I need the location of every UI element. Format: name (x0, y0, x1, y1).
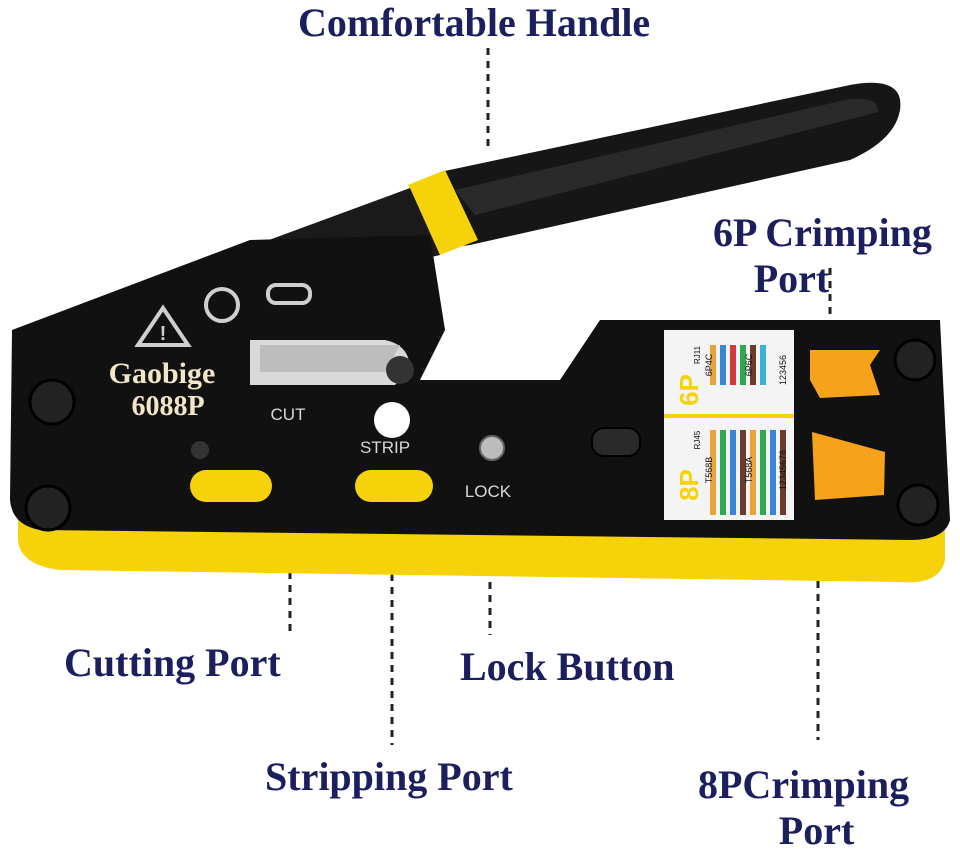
screw-left-top (28, 378, 76, 426)
stripping-slot (355, 470, 433, 502)
lock-slider (591, 427, 641, 457)
label-rj11: RJ11 (693, 345, 702, 364)
cutting-slot (190, 470, 272, 502)
screw-right-bottom (896, 483, 940, 527)
screw-left-bottom (24, 484, 72, 532)
label-6p4c: 6P4C (704, 353, 714, 376)
lock-button (479, 435, 505, 461)
callout-comfortable-handle: Comfortable Handle (298, 0, 651, 45)
pins-6: 123456 (778, 355, 788, 385)
glove-icon (204, 287, 240, 323)
callout-cutting-port: Cutting Port (64, 640, 281, 685)
screw-right-top (893, 338, 937, 382)
strip-notch (374, 402, 410, 438)
brand-name: Gaobige (109, 357, 216, 390)
callout-6p-line1: 6P Crimping (713, 210, 932, 255)
label-6p6c: 6P6C (744, 353, 754, 376)
label-6p: 6P (674, 374, 704, 406)
label-rj45: RJ45 (693, 430, 702, 449)
lock-label: LOCK (465, 482, 512, 501)
blade (260, 345, 400, 372)
warning-mark: ! (160, 323, 167, 345)
model-number: 6088P (131, 391, 204, 422)
callout-stripping-port: Stripping Port (265, 754, 513, 799)
cut-label: CUT (271, 405, 306, 424)
callout-6p-line2: Port (753, 256, 830, 301)
tool-body-text: Gaobige 6088P CUT STRIP LOCK 6P 8P RJ11 … (109, 345, 788, 501)
label-t568b: T568B (704, 457, 714, 484)
wire-color-strips (710, 345, 786, 515)
chart-divider (664, 414, 794, 418)
wiring-chart (664, 330, 794, 520)
goggles-icon (266, 283, 312, 305)
callout-6p-port: 6P Crimping Port (713, 210, 932, 302)
pivot-screw (386, 356, 414, 384)
callout-lock-button: Lock Button (460, 644, 675, 689)
small-hole (191, 441, 209, 459)
port-6p (810, 350, 880, 398)
handle-yellow-band (408, 170, 478, 255)
label-t568a: T568A (744, 457, 754, 484)
strip-label: STRIP (360, 438, 410, 457)
callout-8p-port: 8PCrimping Port (698, 762, 909, 854)
handle-texture (455, 98, 879, 215)
crimp-ports (796, 340, 891, 512)
port-8p (812, 432, 885, 500)
callout-8p-line1: 8PCrimping (698, 762, 910, 807)
pins-8: 12345678 (778, 450, 788, 490)
callout-8p-line2: Port (778, 808, 855, 853)
warning-triangle-icon (134, 304, 192, 347)
label-8p: 8P (674, 469, 704, 501)
